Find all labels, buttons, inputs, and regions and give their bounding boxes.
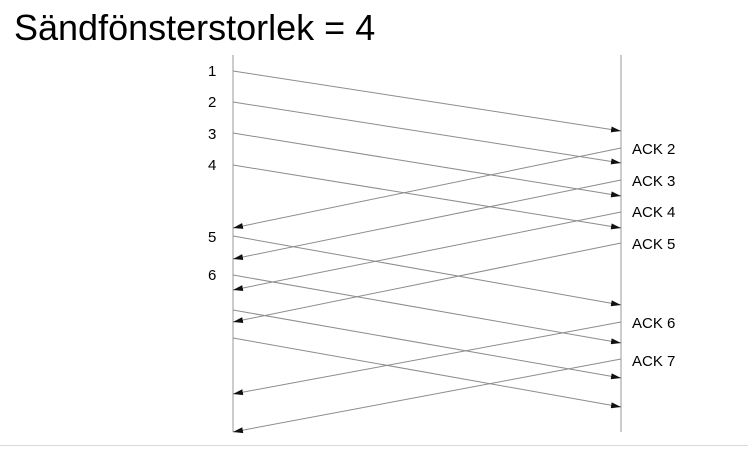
frame-arrow-3: [232, 132, 622, 198]
sender-label-4: 4: [208, 157, 216, 174]
ack-arrow-4: [232, 211, 622, 291]
ack-arrow-5: [232, 242, 622, 323]
ack-label-6: ACK 6: [632, 315, 675, 332]
ack-label-3: ACK 3: [632, 173, 675, 190]
frame-arrow-4: [232, 164, 622, 230]
frame-arrow-7: [232, 309, 622, 380]
ack-label-5: ACK 5: [632, 236, 675, 253]
sender-label-6: 6: [208, 267, 216, 284]
bottom-rule: [0, 445, 748, 446]
ack-label-4: ACK 4: [632, 204, 675, 221]
frame-arrow-5: [232, 235, 622, 307]
ack-arrow-3: [232, 179, 622, 260]
frame-arrow-1: [232, 70, 622, 133]
frame-arrow-2: [232, 101, 622, 165]
ack-arrow-7: [232, 358, 622, 434]
ack-arrow-2: [232, 147, 622, 229]
sender-label-1: 1: [208, 63, 216, 80]
sender-label-3: 3: [208, 126, 216, 143]
message-arrows: [232, 70, 622, 434]
sender-label-5: 5: [208, 229, 216, 246]
page-title: Sändfönsterstorlek = 4: [14, 7, 376, 48]
ack-label-7: ACK 7: [632, 353, 675, 370]
sender-label-2: 2: [208, 94, 216, 111]
frame-arrow-8: [232, 337, 622, 409]
ack-arrow-6: [232, 321, 622, 396]
ack-label-2: ACK 2: [632, 141, 675, 158]
frame-arrow-6: [232, 274, 622, 345]
